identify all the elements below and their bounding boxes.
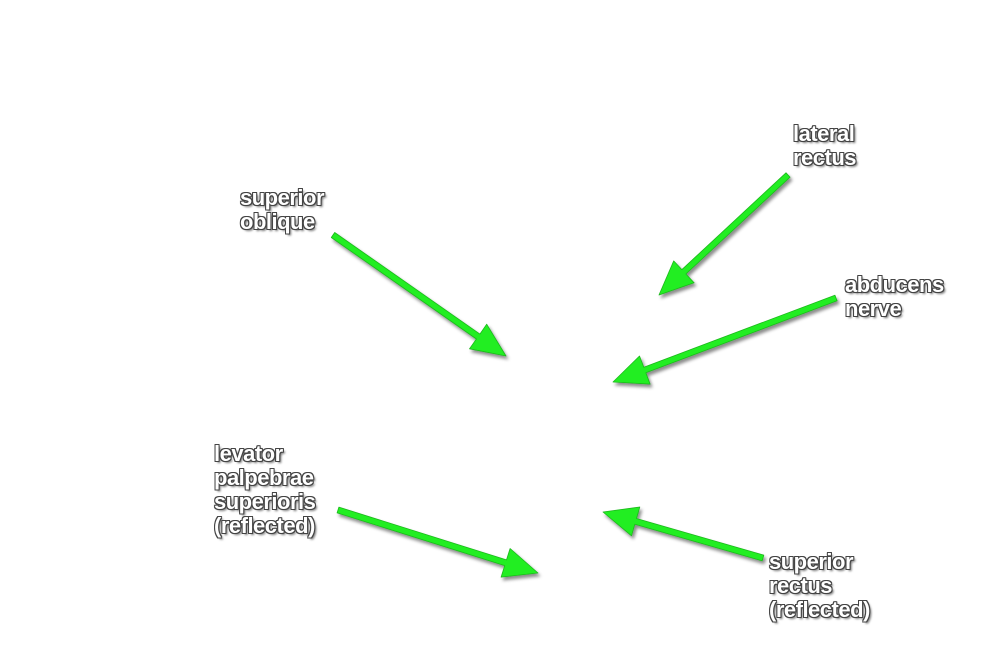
arrow-superior-rectus bbox=[602, 506, 765, 562]
label-line: lateral bbox=[793, 121, 855, 146]
label-line: nerve bbox=[845, 296, 902, 321]
label-superior-oblique: superior oblique bbox=[240, 185, 325, 234]
label-line: superior bbox=[240, 185, 325, 210]
label-abducens-nerve: abducens nerve bbox=[845, 273, 944, 321]
arrow-superior-oblique bbox=[330, 232, 507, 357]
label-line: superioris bbox=[214, 489, 316, 514]
label-line: (reflected) bbox=[214, 513, 315, 538]
label-superior-rectus: superior rectus (reflected) bbox=[769, 550, 870, 622]
label-line: levator bbox=[214, 441, 283, 466]
label-line: rectus bbox=[769, 573, 833, 598]
label-line: oblique bbox=[240, 209, 315, 234]
label-levator-palpebrae-superioris: levator palpebrae superioris (reflected) bbox=[214, 441, 316, 538]
arrow-abducens-nerve bbox=[612, 294, 838, 385]
label-line: superior bbox=[769, 549, 854, 574]
label-line: palpebrae bbox=[214, 465, 314, 490]
label-line: rectus bbox=[793, 145, 857, 170]
arrow-levator bbox=[336, 506, 539, 578]
label-lateral-rectus: lateral rectus bbox=[793, 121, 857, 170]
arrow-lateral-rectus bbox=[658, 172, 791, 296]
label-line: abducens bbox=[845, 272, 944, 297]
label-line: (reflected) bbox=[769, 597, 870, 622]
